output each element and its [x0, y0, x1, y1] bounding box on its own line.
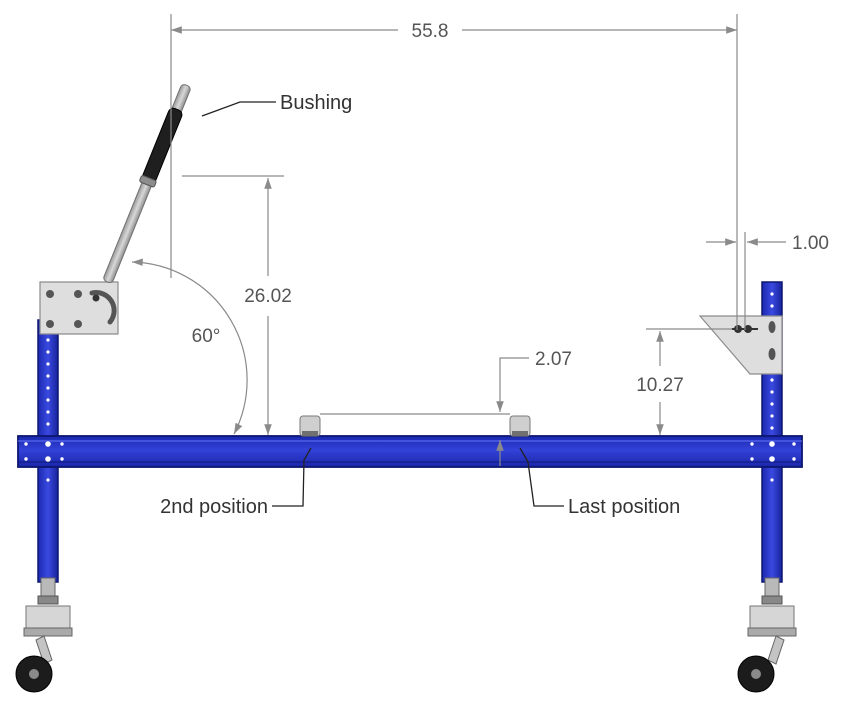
right-bracket-plate [698, 315, 783, 375]
callout-bushing: Bushing [201, 92, 352, 117]
dimension-bracket-offset: 1.00 [706, 232, 829, 330]
dimension-handle-angle: 60° [131, 258, 248, 435]
position-block-last [509, 415, 531, 437]
left-mount-plate [39, 281, 119, 335]
handle-height-value: 26.02 [244, 286, 292, 307]
dimension-overall-width: 55.8 [170, 14, 738, 330]
callout-2nd-position: 2nd position [160, 447, 312, 518]
callout-last-position: Last position [519, 447, 680, 518]
last-position-label: Last position [568, 496, 680, 518]
second-position-label: 2nd position [160, 496, 268, 518]
dimension-position-offset: 2.07 [320, 349, 572, 466]
position-block-2nd [299, 415, 321, 437]
position-offset-value: 2.07 [535, 349, 572, 370]
bushing-label: Bushing [280, 92, 352, 114]
right-caster [737, 577, 797, 693]
left-caster [15, 577, 73, 693]
bracket-offset-value: 1.00 [792, 233, 829, 254]
dimension-bracket-height: 10.27 [636, 328, 732, 435]
cross-beam [17, 435, 803, 468]
handle [103, 84, 191, 284]
left-post-holes [46, 338, 50, 482]
overall-width-value: 55.8 [412, 21, 449, 42]
bushing-grip [142, 107, 183, 184]
beam-left-holes [24, 441, 64, 462]
beam-right-holes [750, 441, 796, 462]
handle-angle-value: 60° [192, 326, 221, 347]
bracket-height-value: 10.27 [636, 375, 684, 396]
dimension-handle-height: 26.02 [182, 175, 292, 435]
